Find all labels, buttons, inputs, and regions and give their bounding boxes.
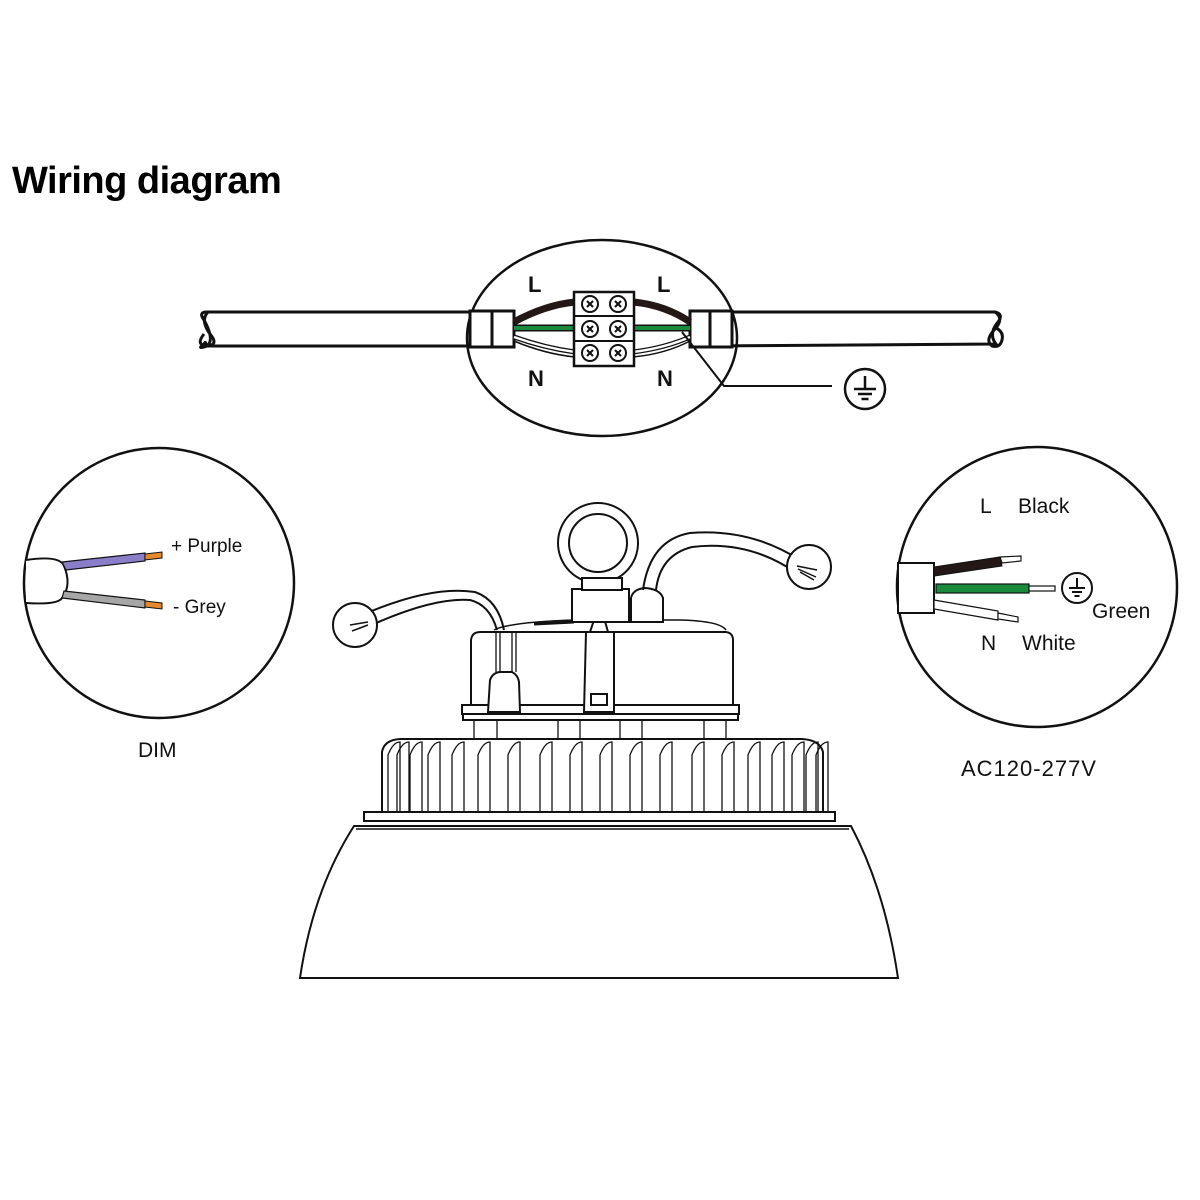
voltage-caption: AC120-277V — [961, 756, 1097, 781]
live-letter: L — [980, 495, 992, 518]
earth-color-name: Green — [1092, 600, 1150, 623]
dim-cable-jacket — [25, 557, 69, 605]
reflector — [298, 825, 900, 979]
terminal-screw-icon — [609, 295, 627, 313]
live-wire-left — [512, 298, 576, 326]
neutral-letter: N — [981, 632, 996, 655]
terminal-screw-icon — [609, 344, 627, 362]
heat-sink-fin — [747, 741, 761, 812]
heat-sink-fin — [451, 741, 465, 812]
terminal-screw-icon — [581, 295, 599, 313]
dim-caption: DIM — [138, 739, 177, 762]
terminal-screw-icon — [581, 320, 599, 338]
heat-sink-fin — [791, 741, 805, 812]
heat-sink-fin — [805, 741, 819, 812]
page-title: Wiring diagram — [12, 160, 282, 202]
power-wire-black — [933, 556, 1003, 577]
label-live-left: L — [528, 272, 541, 297]
heat-sink-fin — [721, 741, 735, 812]
power-cable — [642, 531, 801, 591]
live-wire-right — [632, 298, 692, 325]
label-neutral-left: N — [528, 366, 544, 391]
power-wire-green — [935, 583, 1030, 594]
right-cable — [699, 310, 1004, 348]
ground-icon — [843, 367, 887, 411]
heat-sink-fin — [815, 741, 829, 812]
heat-sink-fin — [659, 741, 673, 812]
ground-icon — [1061, 572, 1093, 604]
dim-label-grey: - Grey — [173, 597, 226, 618]
heat-sink-fin — [599, 741, 613, 812]
dim-zoom-circle — [22, 446, 296, 720]
heat-sink-fin — [507, 741, 521, 812]
left-cable — [198, 310, 480, 350]
dim-wire-grey — [61, 590, 146, 609]
heat-sink-fin — [771, 741, 785, 812]
heat-sink-base — [363, 811, 836, 822]
power-wire-white — [933, 599, 999, 621]
terminal-screw-icon — [609, 320, 627, 338]
power-detail: L Black Green N White AC120-277V — [895, 445, 1179, 781]
heat-sink-fin — [427, 741, 441, 812]
dim-detail: + Purple - Grey DIM — [22, 446, 296, 762]
junction-detail: L L N N — [198, 238, 1004, 438]
heat-sink-fin — [629, 741, 643, 812]
hanging-ring — [557, 502, 639, 591]
heat-sink — [381, 738, 824, 813]
earth-leader-line — [681, 331, 832, 387]
live-color-name: Black — [1018, 495, 1070, 518]
heat-sink-fin — [396, 741, 410, 812]
power-cable-end-circle — [786, 544, 832, 590]
heat-sink-fin — [539, 741, 553, 812]
heat-sink-fin — [477, 741, 491, 812]
label-neutral-right: N — [657, 366, 673, 391]
power-cable-jacket — [897, 562, 935, 614]
dim-wire-purple — [61, 552, 146, 571]
terminal-screw-icon — [581, 344, 599, 362]
terminal-block — [572, 290, 636, 368]
heat-sink-fin — [409, 741, 423, 812]
junction-zoom-ellipse — [465, 238, 739, 438]
neutral-color-name: White — [1022, 632, 1076, 655]
label-live-right: L — [657, 272, 670, 297]
heat-sink-fin — [569, 741, 583, 812]
heat-sink-fin — [691, 741, 705, 812]
high-bay-fixture — [298, 502, 900, 979]
dim-label-purple: + Purple — [171, 536, 242, 557]
dim-cable-end-circle — [332, 602, 378, 648]
heat-sink-fin — [387, 741, 401, 812]
dim-cable — [359, 589, 505, 631]
